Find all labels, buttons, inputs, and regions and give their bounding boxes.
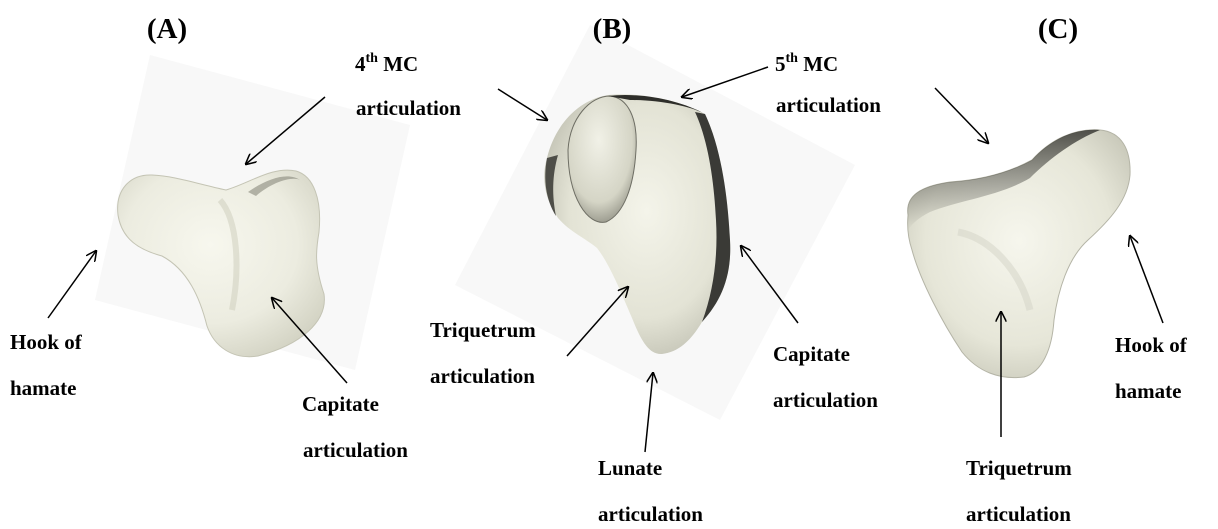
label-hook-of-hamate-a-line1: Hook of [10, 330, 83, 354]
hamate-bone-c [908, 130, 1130, 378]
label-4th-mc-line1: 4th MC [355, 51, 418, 76]
label-5th-mc-line1: 5th MC [775, 51, 838, 76]
label-capitate-a-line1: Capitate [302, 392, 379, 416]
label-triquetrum-c-line2: articulation [966, 502, 1071, 526]
label-capitate-b-line1: Capitate [773, 342, 850, 366]
label-4th-mc-line2: articulation [356, 96, 461, 120]
label-triquetrum-c-line1: Triquetrum [966, 456, 1072, 480]
label-capitate-a-line2: articulation [303, 438, 408, 462]
label-5th-mc-line2: articulation [776, 93, 881, 117]
panel-label-b: (B) [593, 13, 632, 45]
label-lunate-b-line2: articulation [598, 502, 703, 526]
arrow-lunate-b [645, 373, 653, 452]
arrow-4th-mc-to-bone-b [498, 89, 547, 120]
label-triquetrum-b-line1: Triquetrum [430, 318, 536, 342]
label-triquetrum-b-line2: articulation [430, 364, 535, 388]
label-hook-of-hamate-c-line1: Hook of [1115, 333, 1188, 357]
label-hook-of-hamate-c-line2: hamate [1115, 379, 1182, 403]
label-capitate-b-line2: articulation [773, 388, 878, 412]
panel-label-a: (A) [147, 13, 187, 45]
arrow-5th-mc-to-bone-c [935, 88, 988, 143]
arrow-hook-of-hamate-c [1130, 236, 1163, 323]
arrow-hook-of-hamate-a [48, 251, 96, 318]
panel-label-c: (C) [1038, 13, 1078, 45]
label-hook-of-hamate-a-line2: hamate [10, 376, 77, 400]
label-lunate-b-line1: Lunate [598, 456, 662, 480]
